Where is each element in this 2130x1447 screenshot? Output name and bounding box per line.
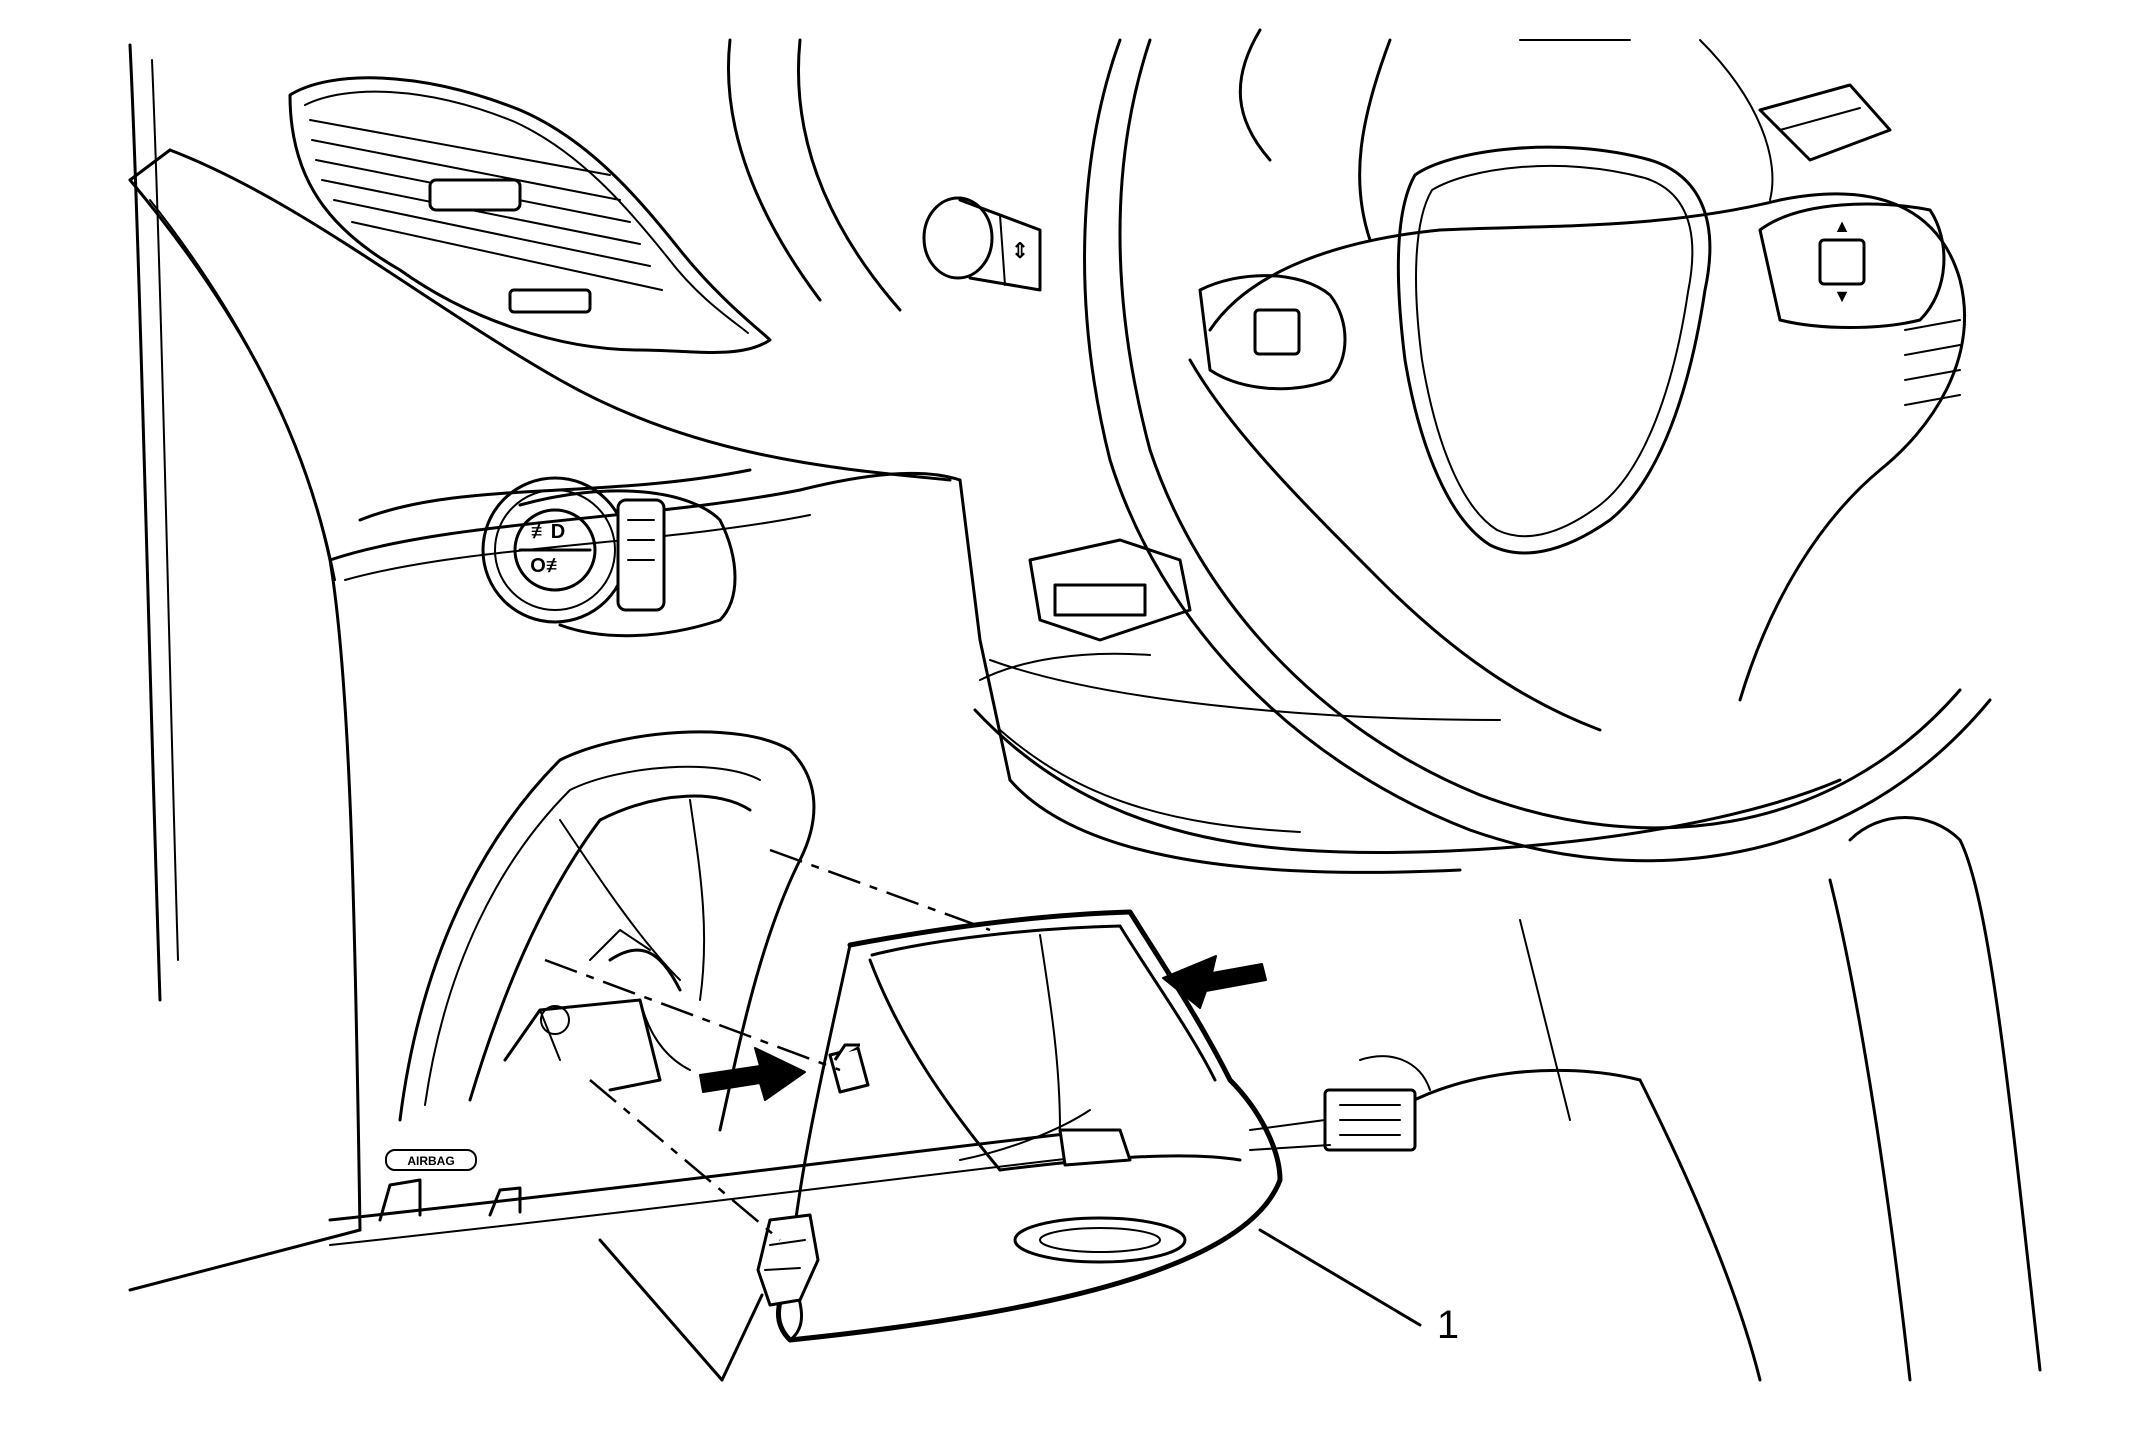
svg-text:▲: ▲ <box>1833 216 1851 236</box>
turn-signal-stalk: ⇕ <box>922 196 1042 292</box>
lower-instrument-panel <box>128 730 1102 1292</box>
left-pointing-arrow <box>1162 955 1267 1009</box>
svg-text:▼: ▼ <box>1833 286 1851 306</box>
callout-1: 1 <box>1437 1303 1459 1347</box>
steering-column <box>979 538 1192 681</box>
knee-bolster-panel <box>1249 816 2042 1382</box>
airbag-label: AIRBAG <box>407 1154 454 1168</box>
headlamp-switch: ≢D O≢ <box>481 476 737 638</box>
steering-wheel: ▲ ▼ <box>1083 38 1992 863</box>
right-pointing-arrow <box>699 1047 806 1101</box>
storage-compartment <box>756 909 1283 1343</box>
air-vent <box>288 76 772 354</box>
rear-fog-symbol: O≢ <box>530 555 566 577</box>
leader-lines <box>598 1228 1422 1382</box>
svg-text:⇕: ⇕ <box>1011 238 1029 263</box>
front-fog-symbol: ≢D <box>531 521 565 543</box>
instrument-panel-body <box>168 28 1842 874</box>
airbag-emblem: AIRBAG <box>385 1149 477 1171</box>
alignment-guide-lines <box>544 848 991 1241</box>
left-pillar-trim <box>128 43 362 1232</box>
retaining-clip <box>828 1043 870 1094</box>
